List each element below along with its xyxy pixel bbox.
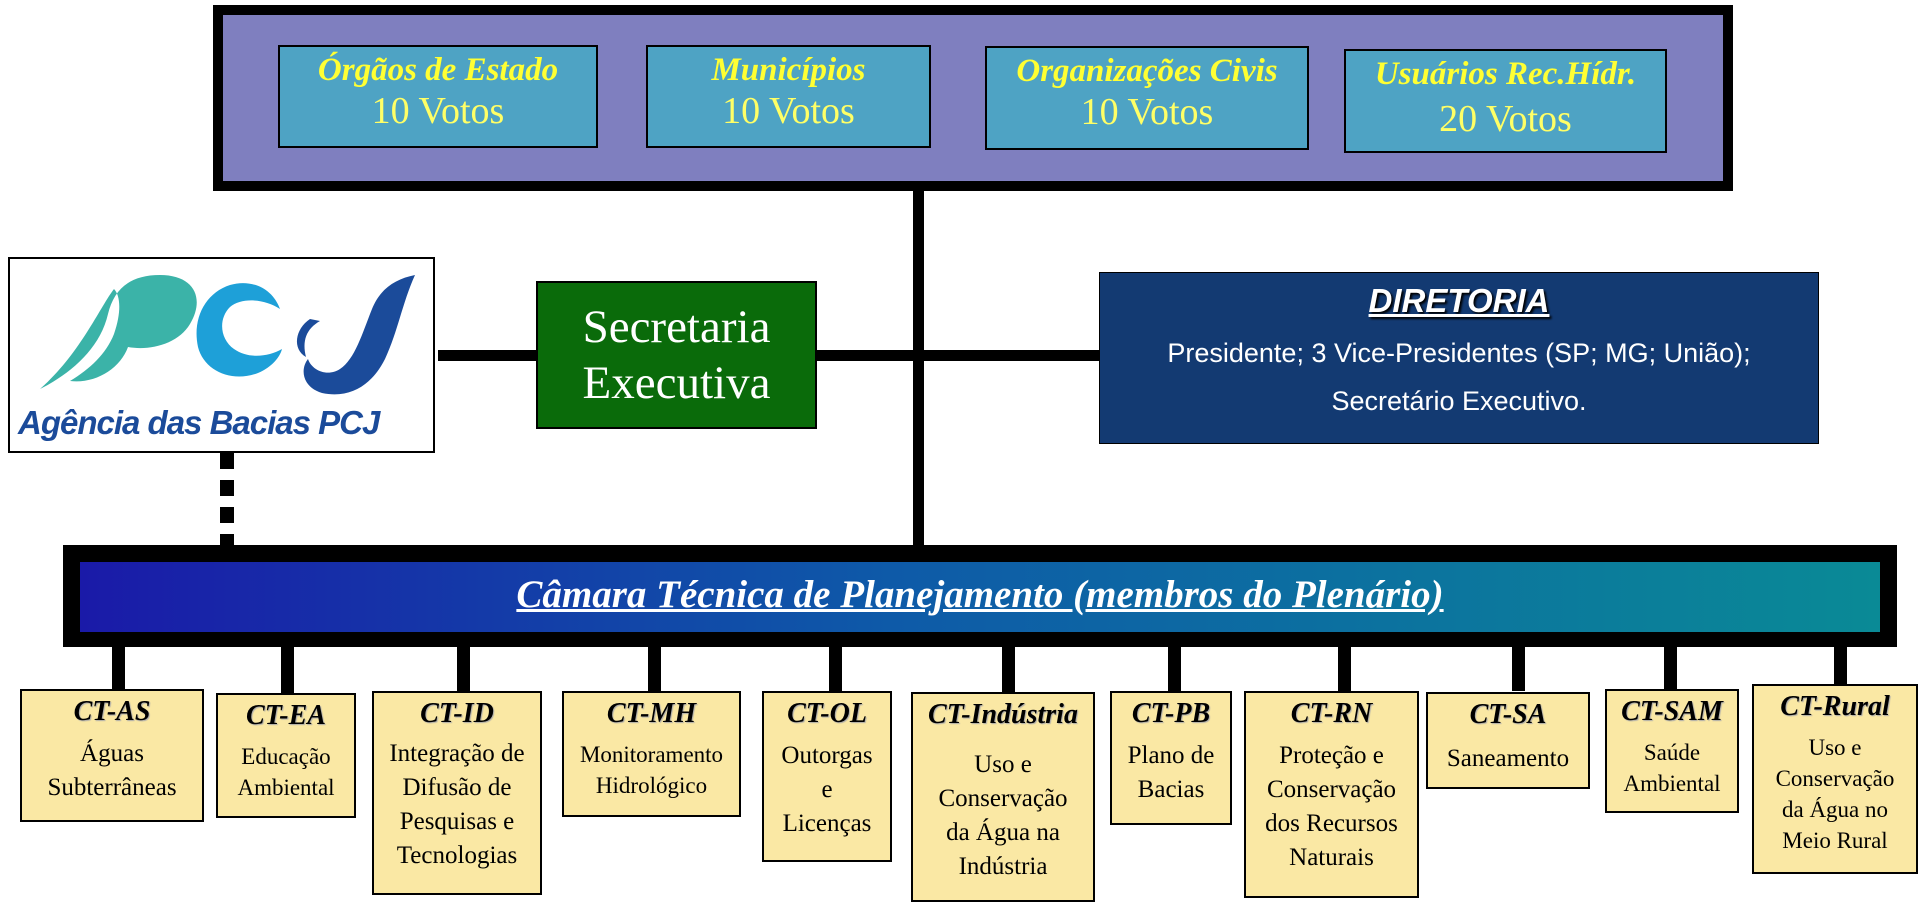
diretoria-line1: Presidente; 3 Vice-Presidentes (SP; MG; … bbox=[1167, 338, 1751, 368]
group-name: Municípios bbox=[711, 52, 866, 88]
ct-desc-line: dos Recursos bbox=[1265, 810, 1398, 837]
connector-vertical-main bbox=[913, 190, 924, 547]
ct-desc-line: Uso e bbox=[1808, 735, 1862, 760]
ct-desc-line: Saneamento bbox=[1446, 745, 1570, 772]
ct-desc-line: Hidrológico bbox=[595, 773, 708, 798]
ct-desc-line: Licenças bbox=[782, 810, 872, 837]
ct-box-sam: CT-SAM Saúde Ambiental bbox=[1605, 689, 1739, 813]
ct-connector bbox=[112, 645, 125, 691]
ct-code: CT-ID bbox=[420, 698, 494, 729]
ct-connector bbox=[1002, 645, 1015, 693]
ct-connector bbox=[829, 645, 842, 693]
ct-box-sa: CT-SA Saneamento bbox=[1426, 692, 1590, 789]
ct-connector bbox=[1664, 645, 1677, 691]
group-name: Organizações Civis bbox=[1016, 53, 1278, 89]
pcj-logo bbox=[8, 257, 435, 453]
ct-code: CT-AS bbox=[73, 696, 151, 727]
ct-desc-line: Meio Rural bbox=[1782, 828, 1888, 853]
ct-box-mh: CT-MH Monitoramento Hidrológico bbox=[562, 691, 741, 817]
ct-box-rn: CT-RN Proteção e Conservação dos Recurso… bbox=[1244, 691, 1419, 898]
ct-desc-line: da Água no bbox=[1781, 797, 1889, 822]
diretoria-line2: Secretário Executivo. bbox=[1331, 386, 1587, 416]
connector-dashed-segment bbox=[220, 453, 234, 469]
ct-box-id: CT-ID Integração de Difusão de Pesquisas… bbox=[372, 691, 542, 895]
ct-desc-line: Integração de bbox=[389, 740, 525, 767]
ct-desc-line: Naturais bbox=[1289, 844, 1374, 871]
ct-desc-line: Águas bbox=[80, 740, 144, 767]
ct-connector bbox=[1338, 645, 1351, 693]
ct-code: CT-RN bbox=[1290, 698, 1373, 729]
pcj-logo-mark-icon bbox=[40, 275, 415, 395]
ct-connector bbox=[457, 645, 470, 693]
group-votes: 10 Votos bbox=[1080, 91, 1214, 133]
secretaria-executiva-box: Secretaria Executiva bbox=[536, 281, 817, 429]
ct-desc-line: Plano de bbox=[1127, 742, 1215, 769]
ct-box-rural: CT-Rural Uso e Conservação da Água no Me… bbox=[1752, 684, 1918, 874]
ct-code: CT-OL bbox=[787, 698, 867, 729]
ct-connector bbox=[1834, 632, 1847, 686]
camara-tecnica-box: Câmara Técnica de Planejamento (membros … bbox=[80, 562, 1880, 632]
ct-code: CT-Indústria bbox=[928, 699, 1078, 730]
ct-desc-line: Bacias bbox=[1137, 776, 1205, 803]
group-municipios: Municípios 10 Votos bbox=[646, 45, 931, 148]
ct-code: CT-SAM bbox=[1621, 696, 1723, 727]
ct-code: CT-EA bbox=[246, 700, 326, 731]
diretoria-box: DIRETORIA Presidente; 3 Vice-Presidentes… bbox=[1099, 272, 1819, 444]
diretoria-title: DIRETORIA bbox=[1368, 282, 1550, 319]
ct-desc-line: e bbox=[821, 776, 833, 803]
group-votes: 20 Votos bbox=[1439, 98, 1572, 140]
ct-code: CT-PB bbox=[1131, 698, 1211, 729]
group-name: Órgãos de Estado bbox=[317, 52, 559, 88]
ct-desc-line: Indústria bbox=[958, 853, 1048, 880]
ct-desc-line: Ambiental bbox=[1623, 771, 1721, 796]
group-name: Usuários Rec.Hídr. bbox=[1374, 56, 1637, 92]
ct-desc-line: Outorgas bbox=[781, 742, 873, 769]
ct-desc-line: Conservação bbox=[1775, 766, 1895, 791]
ct-code: CT-Rural bbox=[1780, 691, 1890, 722]
ct-desc-line: Subterrâneas bbox=[47, 774, 177, 801]
ct-box-pb: CT-PB Plano de Bacias bbox=[1110, 691, 1232, 825]
secretaria-line2: Executiva bbox=[582, 357, 771, 409]
ct-desc-line: Tecnologias bbox=[396, 842, 518, 869]
ct-box-ol: CT-OL Outorgas e Licenças bbox=[762, 691, 892, 862]
ct-desc-line: Monitoramento bbox=[579, 742, 724, 767]
ct-desc-line: Difusão de bbox=[402, 774, 512, 801]
ct-desc-line: Conservação bbox=[1266, 776, 1397, 803]
connector-dashed-segment bbox=[220, 534, 234, 546]
ct-box-ea: CT-EA Educação Ambiental bbox=[216, 693, 356, 818]
ct-desc-line: Proteção e bbox=[1279, 742, 1384, 769]
ct-desc-line: Conservação bbox=[938, 785, 1068, 812]
ct-connector bbox=[281, 645, 294, 695]
ct-connector bbox=[648, 645, 661, 693]
ct-desc-line: Saúde bbox=[1643, 740, 1701, 765]
group-votes: 10 Votos bbox=[722, 90, 855, 132]
ct-connector bbox=[1168, 645, 1181, 694]
connector-dashed-segment bbox=[220, 507, 234, 523]
secretaria-line1: Secretaria bbox=[582, 301, 771, 353]
ct-desc-line: Ambiental bbox=[237, 775, 335, 800]
ct-desc-line: Educação bbox=[241, 744, 331, 769]
logo-caption: Agência das Bacias PCJ bbox=[18, 404, 380, 441]
ct-desc-line: da Água na bbox=[946, 819, 1060, 846]
ct-desc-line: Uso e bbox=[974, 751, 1032, 778]
ct-box-as: CT-AS Águas Subterrâneas bbox=[20, 689, 204, 822]
ct-code: CT-SA bbox=[1469, 699, 1547, 730]
group-usuarios: Usuários Rec.Hídr. 20 Votos bbox=[1344, 49, 1667, 153]
connector-dashed-segment bbox=[220, 480, 234, 496]
group-organizacoes-civis: Organizações Civis 10 Votos bbox=[985, 46, 1309, 150]
group-votes: 10 Votos bbox=[371, 90, 505, 132]
ct-code: CT-MH bbox=[606, 698, 697, 729]
group-orgaos-estado: Órgãos de Estado 10 Votos bbox=[278, 45, 598, 148]
ct-box-industria: CT-Indústria Uso e Conservação da Água n… bbox=[911, 692, 1095, 902]
camara-tecnica-title: Câmara Técnica de Planejamento (membros … bbox=[516, 573, 1444, 616]
ct-connector bbox=[1512, 645, 1525, 691]
ct-desc-line: Pesquisas e bbox=[399, 808, 515, 835]
